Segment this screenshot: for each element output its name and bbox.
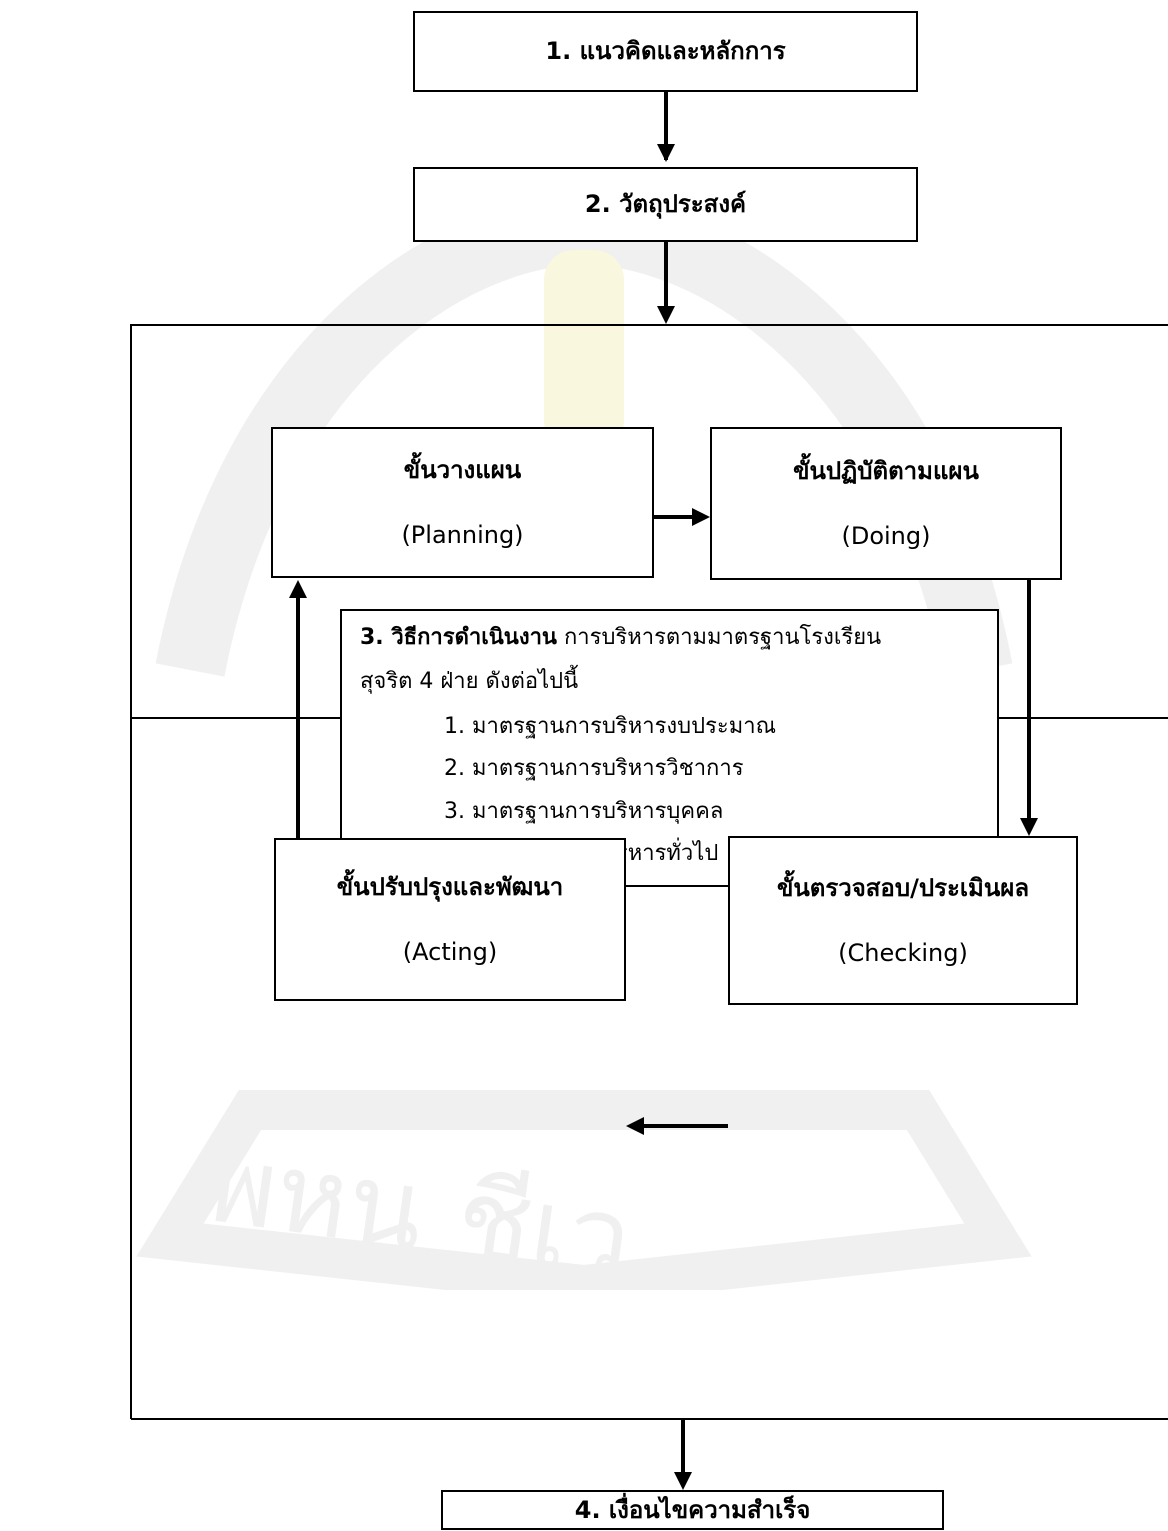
planning-subtitle: (Planning) [401, 520, 524, 549]
success-condition-box: 4. เงื่อนไขความสำเร็จ [441, 1490, 944, 1530]
objective-label: 2. วัตถุประสงค์ [584, 190, 747, 219]
concept-box: 1. แนวคิดและหลักการ [413, 11, 918, 92]
success-condition-label: 4. เงื่อนไขความสำเร็จ [574, 1495, 811, 1524]
doing-subtitle: (Doing) [841, 521, 931, 550]
doing-box: ขั้นปฏิบัติตามแผน (Doing) [710, 427, 1062, 580]
checking-subtitle: (Checking) [838, 938, 968, 967]
method-item: 1. มาตรฐานการบริหารงบประมาณ [444, 713, 776, 739]
method-item: 3. มาตรฐานการบริหารบุคคล [444, 798, 724, 824]
doing-title: ขั้นปฏิบัติตามแผน [793, 456, 979, 485]
method-heading: 3. วิธีการดำเนินงาน [360, 625, 557, 650]
concept-label: 1. แนวคิดและหลักการ [545, 37, 786, 66]
planning-title: ขั้นวางแผน [403, 455, 522, 484]
method-intro-line2: สุจริต 4 ฝ่าย ดังต่อไปนี้ [360, 669, 579, 695]
objective-box: 2. วัตถุประสงค์ [413, 167, 918, 242]
acting-box: ขั้นปรับปรุงและพัฒนา (Acting) [274, 838, 626, 1001]
acting-title: ขั้นปรับปรุงและพัฒนา [336, 872, 564, 901]
planning-box: ขั้นวางแผน (Planning) [271, 427, 654, 578]
method-intro: การบริหารตามมาตรฐานโรงเรียน [556, 625, 882, 650]
method-item: 2. มาตรฐานการบริหารวิชาการ [444, 756, 744, 782]
checking-box: ขั้นตรวจสอบ/ประเมินผล (Checking) [728, 836, 1078, 1005]
acting-subtitle: (Acting) [402, 937, 498, 966]
checking-title: ขั้นตรวจสอบ/ประเมินผล [776, 873, 1030, 902]
